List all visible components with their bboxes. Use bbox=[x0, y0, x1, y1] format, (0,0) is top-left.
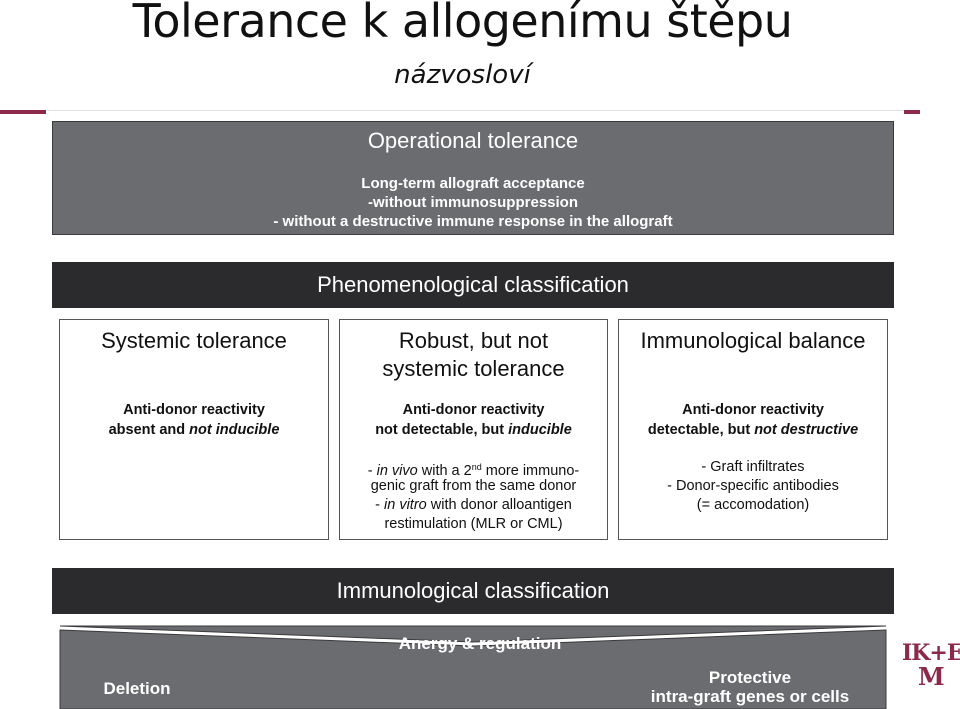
slide-subtitle: názvosloví bbox=[394, 60, 531, 90]
balance-line-3: (= accomodation) bbox=[696, 497, 810, 513]
balance-bold-2: detectable, but not destructive bbox=[647, 422, 859, 438]
slide-title: Tolerance k allogenímu štěpu bbox=[132, 0, 793, 48]
protective-line-2: intra-graft genes or cells bbox=[650, 687, 850, 706]
protective-line-1: Protective bbox=[708, 668, 792, 687]
anergy-regulation-label: Anergy & regulation bbox=[398, 634, 562, 653]
deletion-label: Deletion bbox=[103, 679, 171, 698]
balance-line-2: - Donor-specific antibodies bbox=[667, 478, 839, 494]
operational-line-2: -without immunosuppression bbox=[368, 194, 578, 211]
robust-line-1: - in vivo with a 2nd more immuno- bbox=[367, 462, 580, 479]
immunological-wedge-diagram bbox=[52, 620, 894, 709]
systemic-bold-1: Anti-donor reactivity bbox=[123, 402, 265, 418]
operational-tolerance-box: Operational tolerance Long-term allograf… bbox=[52, 121, 894, 235]
operational-line-1: Long-term allograft acceptance bbox=[361, 175, 585, 192]
operational-tolerance-title: Operational tolerance bbox=[367, 128, 579, 153]
systemic-bold-2: absent and not inducible bbox=[108, 422, 280, 438]
robust-bold-1: Anti-donor reactivity bbox=[402, 402, 545, 418]
systemic-tolerance-panel: Systemic tolerance Anti-donor reactivity… bbox=[59, 319, 329, 540]
header-divider bbox=[48, 110, 904, 111]
protective-label: Protective intra-graft genes or cells bbox=[620, 668, 880, 706]
robust-tolerance-panel: Robust, but not systemic tolerance Anti-… bbox=[339, 319, 608, 540]
robust-line-2: genic graft from the same donor bbox=[370, 478, 577, 494]
balance-bold-1: Anti-donor reactivity bbox=[682, 402, 824, 418]
robust-bold-2: not detectable, but inducible bbox=[375, 422, 572, 438]
logo-text-top: IK+E bbox=[902, 640, 960, 666]
logo-text-bottom: M bbox=[918, 662, 945, 691]
robust-title-2: systemic tolerance bbox=[382, 356, 565, 381]
robust-line-4: restimulation (MLR or CML) bbox=[384, 516, 563, 532]
systemic-title: Systemic tolerance bbox=[101, 328, 287, 353]
balance-title: Immunological balance bbox=[640, 328, 866, 353]
wedge-top bbox=[59, 625, 887, 643]
accent-bar-right bbox=[904, 110, 920, 114]
balance-line-1: - Graft infiltrates bbox=[701, 459, 805, 475]
ikem-logo: IK+E M bbox=[902, 640, 960, 692]
phenomenological-header: Phenomenological classification bbox=[52, 262, 894, 308]
robust-line-3: - in vitro with donor alloantigen bbox=[375, 497, 572, 513]
robust-title-1: Robust, but not bbox=[398, 328, 549, 353]
wedge-body bbox=[59, 629, 887, 709]
accent-bar-left bbox=[0, 110, 46, 114]
immunological-balance-panel: Immunological balance Anti-donor reactiv… bbox=[618, 319, 888, 540]
immunological-header: Immunological classification bbox=[52, 568, 894, 614]
operational-line-3: - without a destructive immune response … bbox=[273, 213, 673, 230]
